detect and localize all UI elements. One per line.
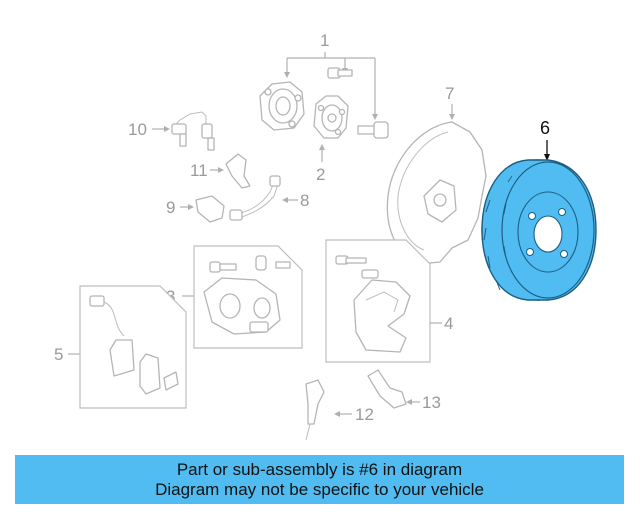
callout-1-label: 1 (320, 31, 329, 50)
banner-line-2: Diagram may not be specific to your vehi… (155, 479, 484, 499)
sensor-bracket (225, 153, 251, 189)
callout-2-label: 2 (316, 165, 325, 184)
pad-wear-sensor (305, 379, 325, 441)
brake-pads-box (79, 285, 187, 409)
hub-bolt-long (357, 121, 389, 139)
banner-line-1: Part or sub-assembly is #6 in diagram (176, 459, 463, 479)
hub-bolt-small (327, 67, 353, 79)
hub-bearing (259, 81, 305, 131)
callout-9-label: 9 (166, 198, 175, 217)
callout-12-label: 12 (355, 405, 374, 424)
callout-7-label: 7 (445, 84, 454, 103)
callout-13-label: 13 (422, 393, 441, 412)
wire-bracket (367, 369, 407, 409)
brake-disc-highlighted (481, 159, 597, 301)
callout-5-label: 5 (54, 345, 63, 364)
dust-shield (386, 121, 487, 265)
callout-6-label: 6 (540, 118, 550, 138)
info-banner: Part or sub-assembly is #6 in diagram Di… (15, 455, 624, 504)
callout-11-label: 11 (190, 161, 208, 180)
parts-diagram: 1 2 10 11 (54, 31, 597, 441)
wheel-hub (313, 95, 349, 139)
carrier-box (325, 239, 431, 363)
callout-8-label: 8 (300, 191, 309, 210)
wear-sensor (89, 295, 125, 337)
brake-pads (109, 339, 161, 395)
callout-10-label: 10 (128, 120, 147, 139)
abs-sensor (171, 111, 215, 151)
caliper-carrier (353, 279, 411, 353)
caliper (203, 277, 281, 335)
hose-bracket (195, 195, 225, 223)
caliper-box (193, 245, 303, 349)
brake-hose (229, 175, 281, 221)
callout-4-label: 4 (444, 314, 453, 333)
